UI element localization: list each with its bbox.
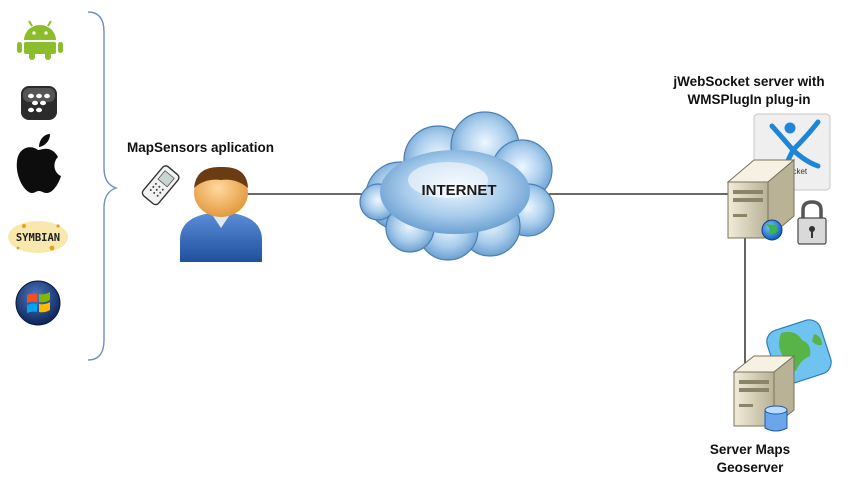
windows-icon	[15, 280, 61, 326]
mobile-phone-icon	[141, 165, 180, 206]
internet-label: INTERNET	[422, 182, 497, 199]
jwebsocket-server-icon	[726, 158, 796, 240]
jwebsocket-server-label-line1: jWebSocket server with	[673, 74, 825, 89]
mapsensors-app-text: MapSensors aplication	[127, 140, 275, 155]
platform-brace	[87, 11, 119, 361]
server-maps-label-line2: Geoserver	[716, 460, 784, 475]
server-maps-label: Server Maps Geoserver	[700, 441, 800, 477]
jwebsocket-server-label: jWebSocket server with WMSPlugIn plug-in	[666, 73, 832, 109]
internet-cloud-icon	[359, 111, 555, 261]
globe-icon	[761, 219, 783, 241]
jwebsocket-server-label-line2: WMSPlugIn plug-in	[687, 92, 811, 107]
android-icon	[17, 20, 63, 60]
websocket-fragment-label: ocket	[788, 167, 808, 176]
user-avatar-icon	[180, 166, 262, 262]
blackberry-icon	[21, 86, 57, 120]
database-icon	[764, 405, 788, 432]
server-maps-label-line1: Server Maps	[709, 442, 791, 457]
lock-icon	[797, 200, 827, 245]
symbian-icon: SYMBIAN	[8, 221, 68, 253]
mapsensors-app-label: MapSensors aplication	[127, 139, 274, 157]
symbian-label: SYMBIAN	[16, 232, 60, 244]
apple-icon	[16, 134, 61, 193]
